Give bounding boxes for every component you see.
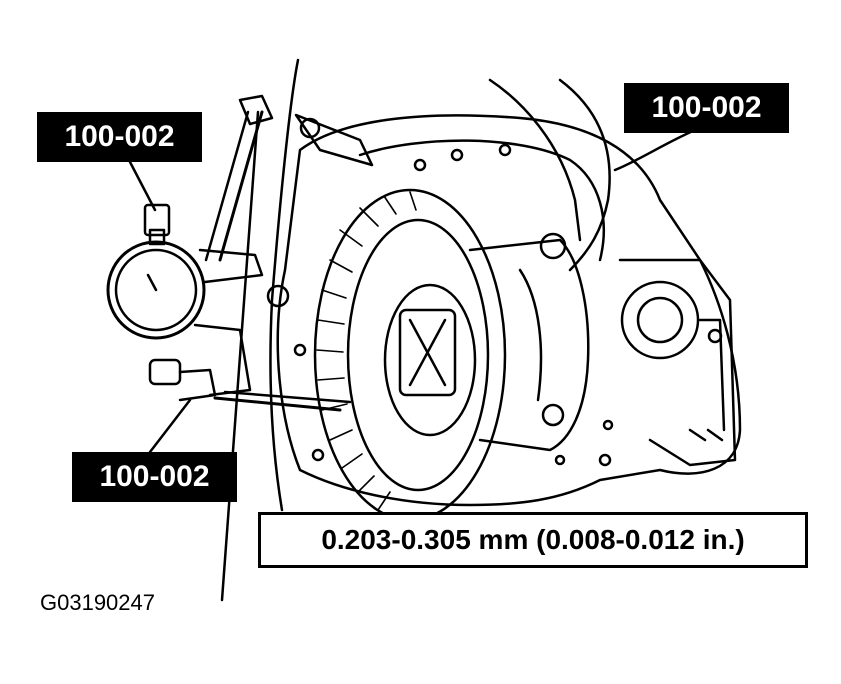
- ring-gear-inner: [346, 218, 490, 492]
- leader-bottom-left: [148, 398, 192, 454]
- differential-case: [468, 238, 590, 452]
- ring-gear-teeth: [316, 191, 417, 511]
- callout-bottom-left: 100-002: [72, 452, 237, 502]
- backlash-specification: 0.203-0.305 mm (0.008-0.012 in.): [258, 512, 808, 568]
- carrier-housing: [276, 114, 742, 507]
- callout-top-right: 100-002: [624, 83, 789, 133]
- callout-top-left: 100-002: [37, 112, 202, 162]
- leader-top-right: [613, 126, 702, 172]
- figure-id: G03190247: [40, 590, 155, 615]
- dial-indicator: [106, 240, 206, 340]
- axle-flange: [620, 280, 700, 360]
- carrier-flange: [358, 139, 605, 262]
- ring-gear-outer: [313, 188, 507, 522]
- leader-top-left: [128, 160, 157, 212]
